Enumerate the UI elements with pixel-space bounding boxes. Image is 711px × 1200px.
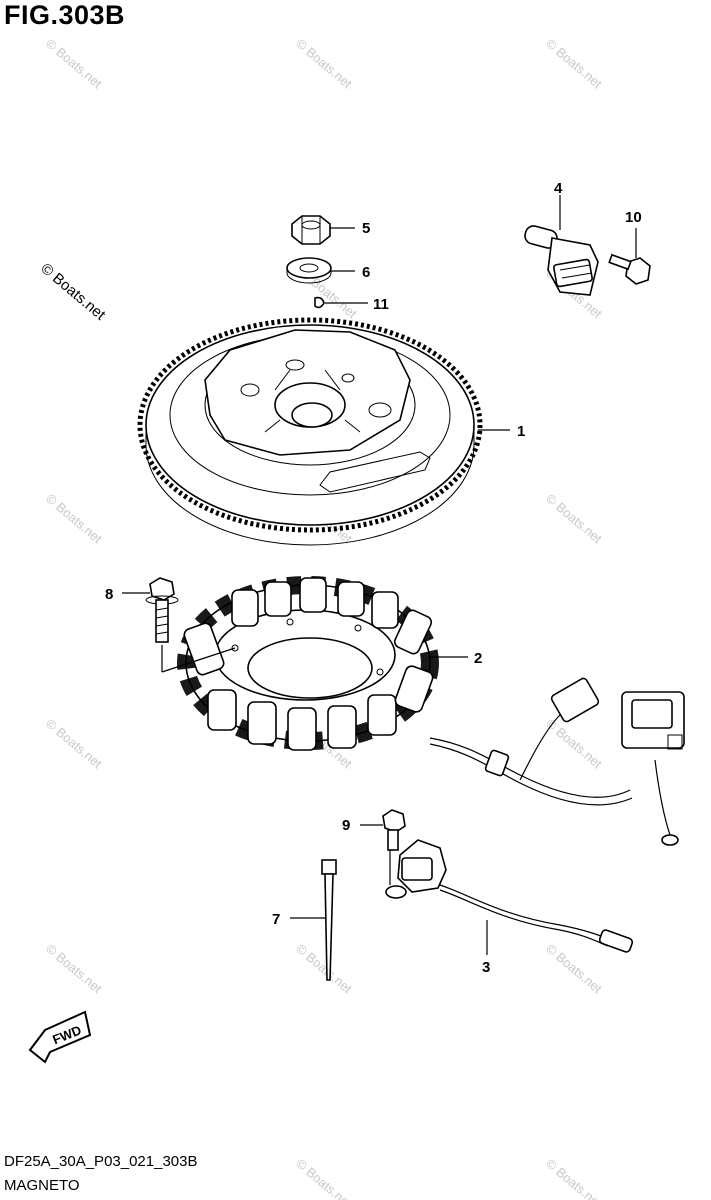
diagram-code: DF25A_30A_P03_021_303B bbox=[4, 1153, 198, 1170]
callout-11: 11 bbox=[373, 296, 389, 313]
callout-6: 6 bbox=[362, 264, 370, 281]
bolt-8-part bbox=[145, 577, 179, 643]
callout-4: 4 bbox=[554, 180, 563, 197]
bolt-10-part bbox=[608, 253, 651, 285]
diagram-caption: MAGNETO bbox=[4, 1177, 80, 1194]
callout-9: 9 bbox=[342, 817, 350, 834]
watermark: © Boats.net bbox=[37, 260, 109, 324]
watermark: © Boats.net bbox=[43, 941, 105, 997]
cable-tie-part bbox=[321, 859, 337, 981]
callout-7: 7 bbox=[272, 911, 280, 928]
callout-labels: 1 2 3 4 5 6 7 8 9 10 11 bbox=[105, 180, 642, 976]
watermark: © Boats.net bbox=[43, 716, 105, 772]
pulser-coil-part bbox=[385, 839, 634, 953]
callout-1: 1 bbox=[517, 423, 525, 440]
callout-3: 3 bbox=[482, 959, 490, 976]
watermark: © Boats.net bbox=[543, 941, 605, 997]
flywheel-part bbox=[137, 317, 483, 546]
watermark: © Boats.net bbox=[293, 1156, 355, 1200]
watermark: © Boats.net bbox=[293, 941, 355, 997]
key-part bbox=[314, 296, 325, 309]
callout-2: 2 bbox=[474, 650, 482, 667]
callout-10: 10 bbox=[625, 209, 642, 226]
watermark: © Boats.net bbox=[293, 36, 355, 92]
watermark: © Boats.net bbox=[543, 1156, 605, 1200]
sensor-part bbox=[524, 225, 599, 296]
washer-part bbox=[286, 257, 332, 284]
leader-lines bbox=[122, 195, 637, 955]
watermark: © Boats.net bbox=[543, 36, 605, 92]
callout-5: 5 bbox=[362, 220, 370, 237]
nut-part bbox=[291, 215, 331, 245]
stator-part bbox=[177, 576, 685, 846]
watermark: © Boats.net bbox=[43, 36, 105, 92]
watermark: © Boats.net bbox=[543, 491, 605, 547]
figure-title: FIG.303B bbox=[4, 0, 126, 30]
watermark: © Boats.net bbox=[43, 491, 105, 547]
bolt-9-part bbox=[382, 809, 406, 851]
callout-8: 8 bbox=[105, 586, 113, 603]
fwd-arrow-icon: FWD bbox=[28, 1010, 92, 1064]
